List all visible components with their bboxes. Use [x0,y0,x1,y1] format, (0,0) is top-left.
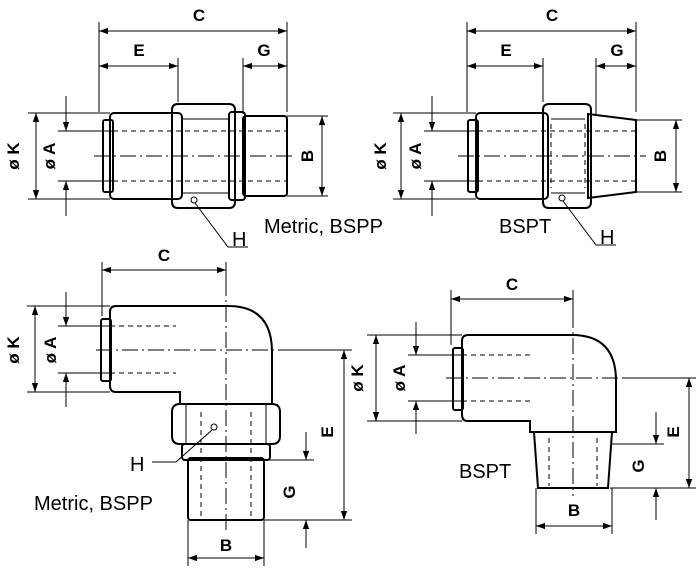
dim-a-straight-metric: ø A [40,143,59,170]
dim-k-elbow-metric: ø K [4,336,23,364]
dim-h-straight-metric: H [232,229,246,251]
variant-label-elbow-metric: Metric, BSPP [34,493,153,515]
dim-c-elbow-metric: C [158,246,170,265]
dim-a-straight-bspt: ø A [406,143,425,170]
variant-label-elbow-bspt: BSPT [459,461,511,483]
elbow-metric-dimensions [27,262,352,566]
elbow-bspt-dimensions [367,290,696,534]
dim-g-elbow-bspt: G [629,459,648,472]
straight-metric-fitting [94,103,296,209]
variant-label-straight-bspt: BSPT [499,216,551,238]
dim-e-elbow-bspt: E [664,426,683,437]
elbow-metric-fitting [96,280,282,530]
dim-g-straight-bspt: G [610,41,623,60]
dim-k-elbow-bspt: ø K [348,364,367,392]
dim-b-elbow-bspt: B [568,501,580,520]
dim-a-elbow-bspt: ø A [390,365,409,392]
dim-e-straight-bspt: E [500,41,511,60]
straight-bspt-dimensions [393,22,682,246]
straight-metric-dimensions [28,22,328,248]
dim-a-elbow-metric: ø A [41,337,60,364]
dim-b-elbow-metric: B [220,536,232,555]
dim-b-straight-metric: B [298,150,317,162]
dim-h-straight-bspt: H [600,227,614,249]
dim-k-straight-bspt: ø K [371,142,390,170]
dim-e-elbow-metric: E [318,426,337,437]
dim-g-straight-metric: G [257,41,270,60]
elbow-bspt-fitting [446,312,624,496]
dim-b-straight-bspt: B [651,150,670,162]
dim-g-elbow-metric: G [280,485,299,498]
straight-bspt-fitting [458,103,646,209]
dim-h-elbow-metric: H [130,454,144,476]
variant-label-straight-metric: Metric, BSPP [264,216,383,238]
dim-c-straight-metric: C [193,6,205,25]
dim-c-straight-bspt: C [546,6,558,25]
dim-e-straight-metric: E [133,41,144,60]
dim-k-straight-metric: ø K [4,142,23,170]
dim-c-elbow-bspt: C [506,275,518,294]
